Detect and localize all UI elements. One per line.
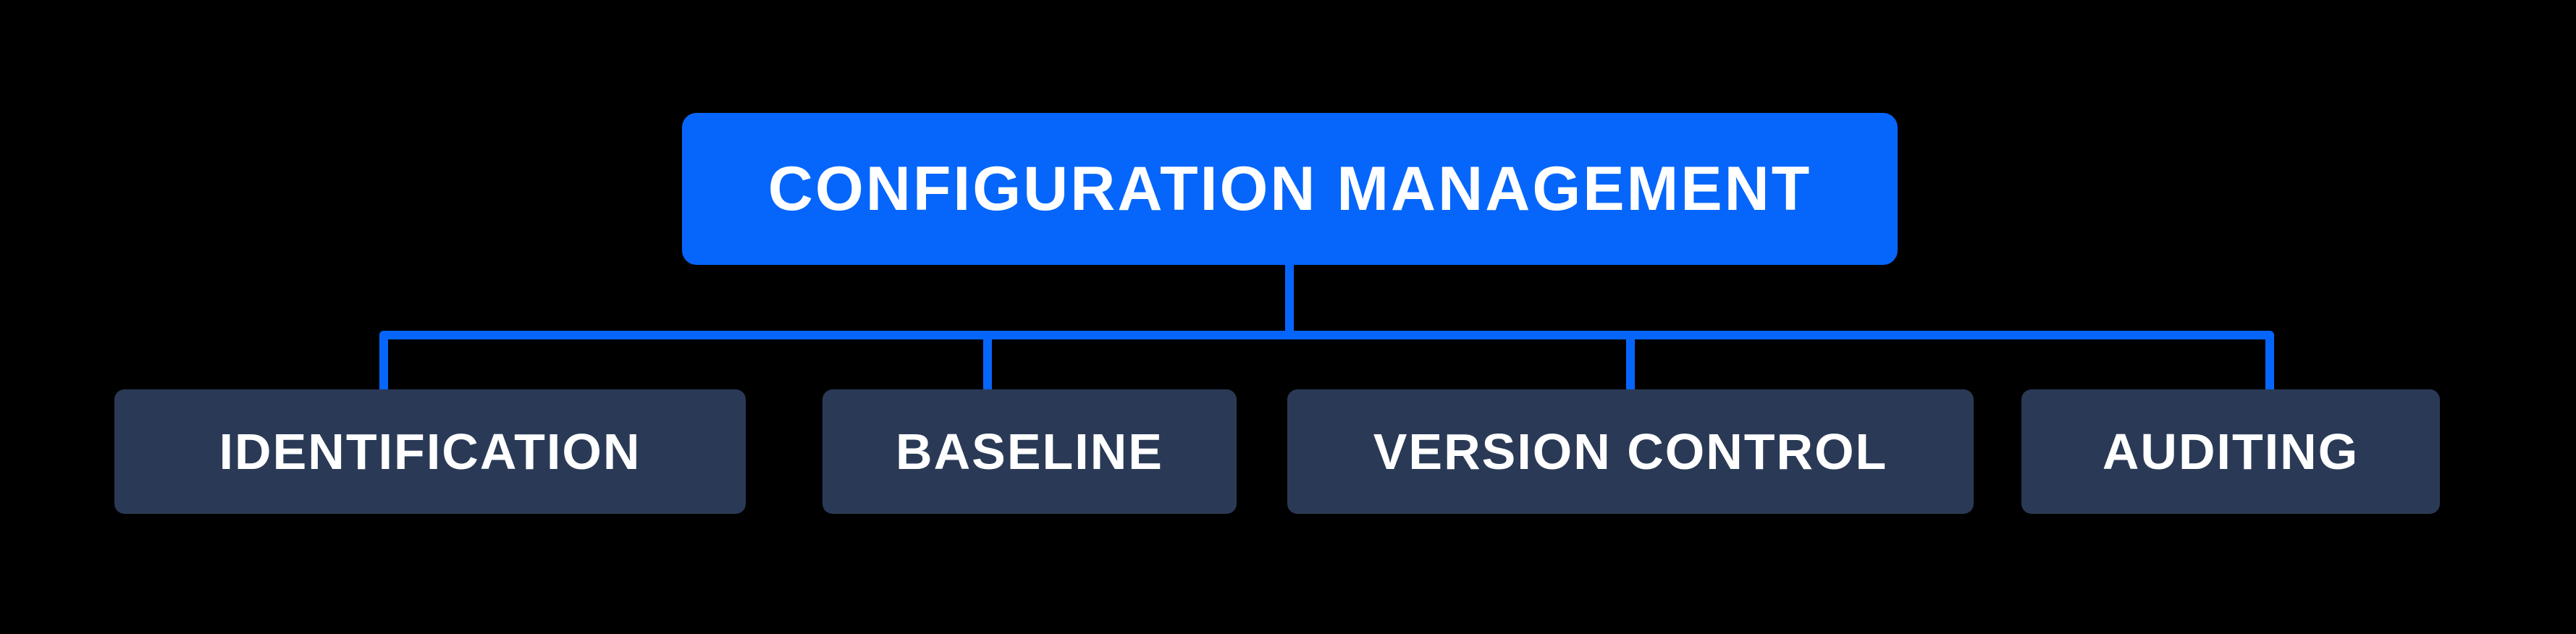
node-configuration-management: CONFIGURATION MANAGEMENT — [682, 113, 1898, 265]
node-baseline: BASELINE — [822, 389, 1237, 514]
node-identification: IDENTIFICATION — [114, 389, 746, 514]
connector-rail — [379, 331, 2274, 391]
node-version-control: VERSION CONTROL — [1287, 389, 1974, 514]
node-baseline-label: BASELINE — [896, 423, 1163, 480]
node-version-control-label: VERSION CONTROL — [1373, 423, 1888, 480]
node-auditing-label: AUDITING — [2102, 423, 2360, 480]
node-auditing: AUDITING — [2021, 389, 2440, 514]
node-configuration-management-label: CONFIGURATION MANAGEMENT — [767, 153, 1812, 224]
node-identification-label: IDENTIFICATION — [219, 423, 641, 480]
